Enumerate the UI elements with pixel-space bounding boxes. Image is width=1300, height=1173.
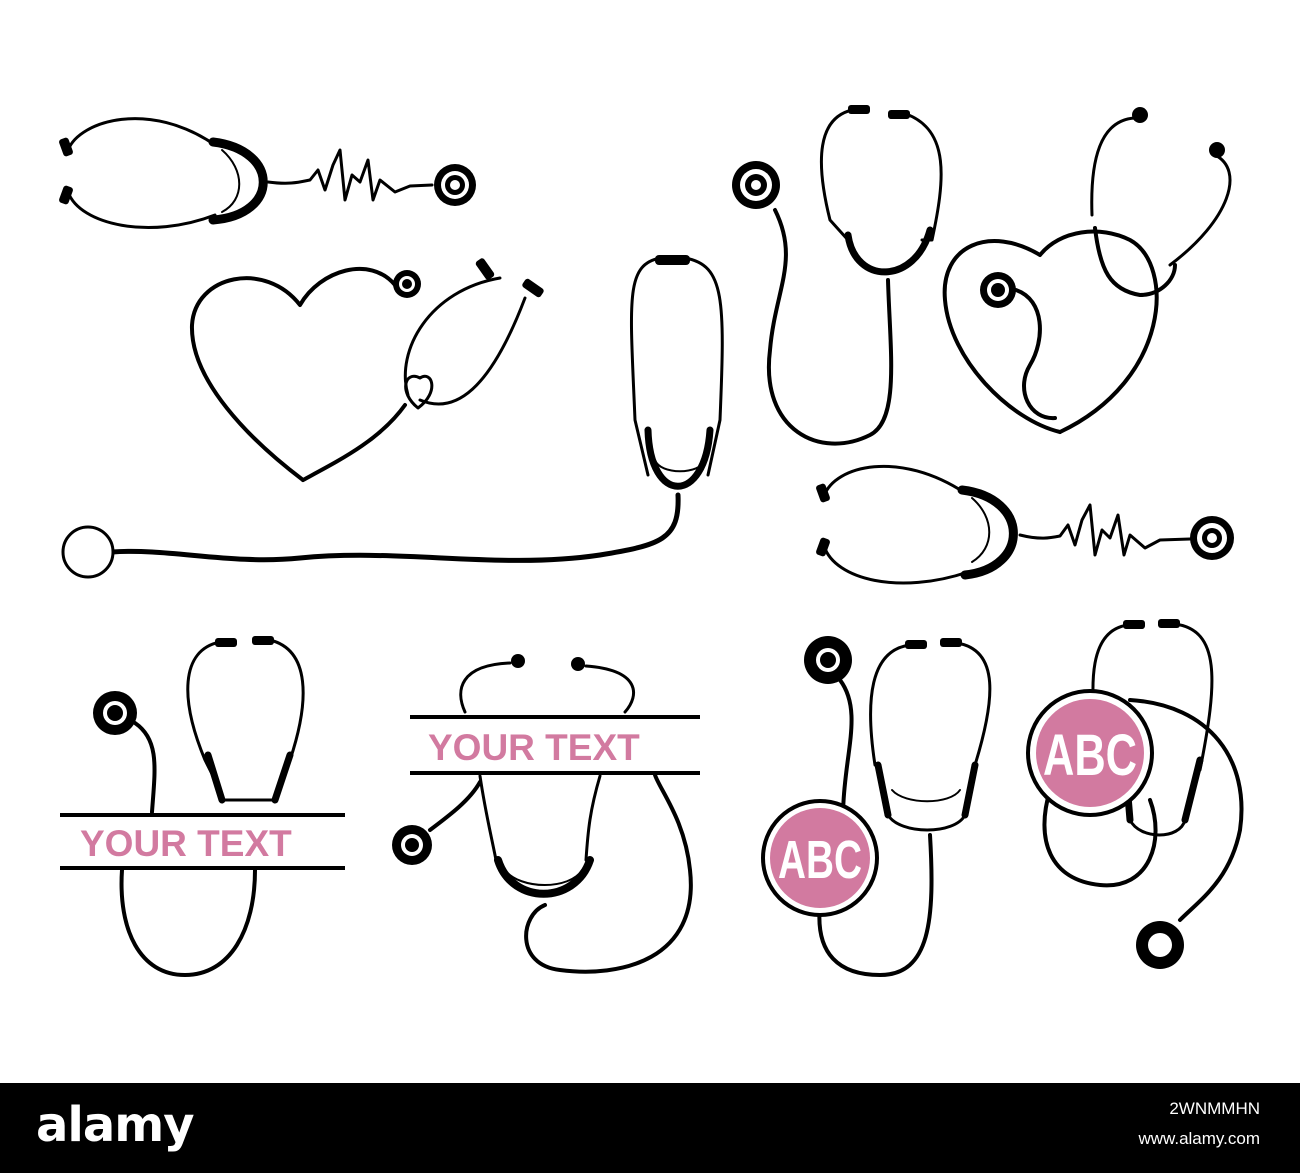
banner-text-left: YOUR TEXT [80,823,292,864]
long-stethoscope-icon [61,255,724,579]
alamy-logo: alamy [36,1097,195,1153]
monogram-stethoscope-2 [1026,619,1244,969]
stethoscope-heartbeat-icon-mid-right [816,464,1234,585]
monogram-stethoscope-1 [761,636,992,977]
split-banner-stethoscope-1 [60,636,345,977]
monogram-text-1: ABC [778,830,862,890]
heart-stethoscope-icon-right [942,107,1232,434]
banner-text-center: YOUR TEXT [428,727,640,768]
heart-stethoscope-icon [189,258,544,482]
stethoscope-clipart-sheet: YOUR TEXT YOUR TEXT ABC ABC [59,105,1244,977]
stethoscope-icon-upper-right [732,105,943,446]
monogram-text-2: ABC [1043,723,1137,788]
watermark-footer-bar: alamy 2WNMMHN www.alamy.com [0,1083,1300,1173]
split-banner-stethoscope-2 [392,654,700,974]
stethoscope-heartbeat-icon-top-left [59,117,476,229]
site-url-label: www.alamy.com [1138,1129,1260,1148]
image-id-label: 2WNMMHN [1169,1099,1260,1118]
